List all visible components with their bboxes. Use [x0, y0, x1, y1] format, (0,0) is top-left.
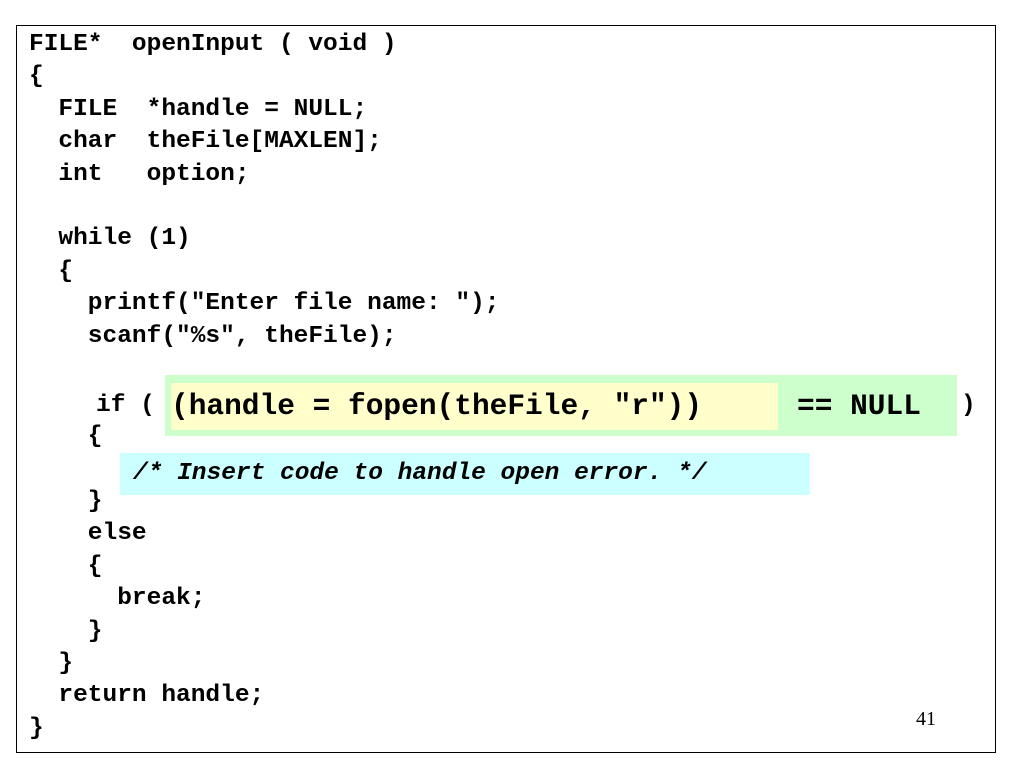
- condition-comparison: == NULL: [797, 389, 921, 423]
- code-line: {: [29, 257, 74, 285]
- if-keyword: if (: [96, 392, 155, 419]
- comment-highlight: [120, 453, 810, 495]
- condition-highlight-inner: [171, 383, 778, 430]
- slide-frame: [16, 25, 996, 753]
- code-line: {: [29, 63, 44, 91]
- code-line: }: [29, 488, 103, 516]
- code-line: scanf("%s", theFile);: [29, 322, 397, 350]
- code-line: {: [29, 423, 103, 451]
- code-line: return handle;: [29, 682, 265, 710]
- code-line: {: [29, 552, 103, 580]
- code-line: }: [29, 617, 103, 645]
- code-listing: FILE* openInput ( void ) { FILE *handle …: [29, 29, 499, 745]
- code-comment: /* Insert code to handle open error. */: [133, 460, 707, 487]
- code-line: else: [29, 520, 147, 548]
- if-close-paren: ): [961, 392, 976, 419]
- page-number: 41: [916, 708, 936, 730]
- condition-assignment: (handle = fopen(theFile, "r")): [171, 389, 703, 423]
- code-line: }: [29, 714, 44, 742]
- code-line: }: [29, 650, 74, 678]
- code-line: printf("Enter file name: ");: [29, 290, 500, 318]
- code-line: int option;: [29, 160, 250, 188]
- code-line: break;: [29, 585, 206, 613]
- code-line: FILE *handle = NULL;: [29, 95, 368, 123]
- code-line: while (1): [29, 225, 191, 253]
- code-line: FILE* openInput ( void ): [29, 31, 397, 58]
- code-line: [29, 191, 499, 223]
- code-line: [29, 353, 499, 385]
- code-line: char theFile[MAXLEN];: [29, 128, 382, 156]
